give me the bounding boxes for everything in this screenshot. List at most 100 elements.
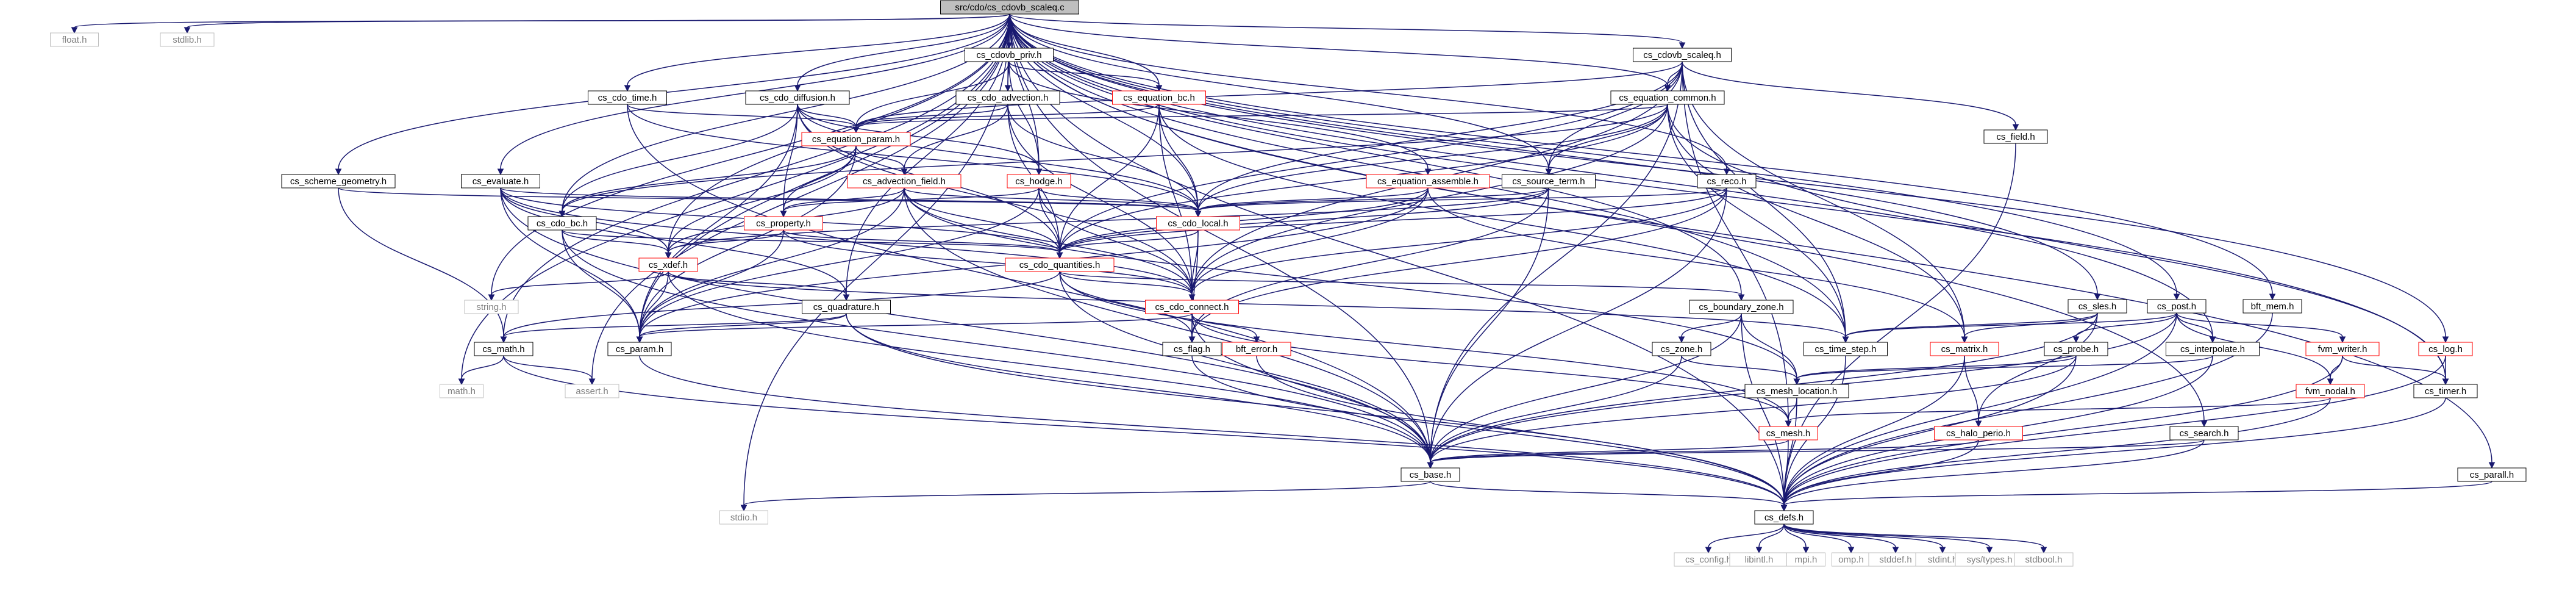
- graph-node-boundary-zone[interactable]: cs_boundary_zone.h: [1689, 300, 1794, 314]
- node-label: cs_halo_perio.h: [1946, 428, 2011, 439]
- graph-node-post[interactable]: cs_post.h: [2147, 299, 2207, 314]
- include-edge: [1038, 187, 1193, 295]
- include-edge: [855, 104, 1160, 128]
- graph-node-cdo-quantities[interactable]: cs_cdo_quantities.h: [1005, 257, 1115, 272]
- graph-node-equation-common[interactable]: cs_equation_common.h: [1610, 90, 1725, 105]
- include-edge: [503, 355, 1785, 506]
- edge-arrowhead: [1678, 336, 1685, 343]
- graph-node-bft-error[interactable]: bft_error.h: [1222, 342, 1291, 356]
- graph-node-mathh: math.h: [440, 384, 483, 398]
- graph-node-cdovb-priv[interactable]: cs_cdovb_priv.h: [965, 48, 1054, 62]
- edge-arrowhead: [335, 168, 342, 176]
- graph-node-cdo-time[interactable]: cs_cdo_time.h: [588, 90, 667, 105]
- node-box: [745, 90, 850, 105]
- graph-node-sles[interactable]: cs_sles.h: [2068, 299, 2127, 314]
- graph-node-fvm-nodal[interactable]: fvm_nodal.h: [2296, 384, 2365, 398]
- graph-node-equation-assemble[interactable]: cs_equation_assemble.h: [1366, 174, 1490, 189]
- graph-node-quadrature[interactable]: cs_quadrature.h: [802, 300, 891, 314]
- graph-node-search[interactable]: cs_search.h: [2169, 426, 2239, 441]
- include-edge: [503, 355, 593, 379]
- include-edge: [1783, 481, 2492, 506]
- include-edge: [562, 145, 857, 212]
- include-edge: [2330, 355, 2343, 379]
- node-box: [281, 174, 396, 189]
- graph-node-property[interactable]: cs_property.h: [744, 216, 823, 231]
- edge-arrowhead: [1986, 547, 1993, 554]
- include-edge: [797, 104, 857, 128]
- graph-node-cdo-diffusion[interactable]: cs_cdo_diffusion.h: [745, 90, 850, 105]
- node-label: bft_error.h: [1236, 344, 1277, 354]
- graph-node-equation-param[interactable]: cs_equation_param.h: [801, 132, 911, 146]
- graph-node-math[interactable]: cs_math.h: [474, 342, 533, 356]
- graph-node-mesh-location[interactable]: cs_mesh_location.h: [1744, 384, 1849, 398]
- node-label: cs_hodge.h: [1015, 176, 1063, 187]
- graph-node-matrix[interactable]: cs_matrix.h: [1930, 342, 1999, 356]
- include-edge: [668, 271, 1431, 463]
- graph-node-bft-mem[interactable]: bft_mem.h: [2242, 299, 2302, 314]
- edge-arrowhead: [2094, 293, 2101, 301]
- graph-node-xdef[interactable]: cs_xdef.h: [638, 257, 698, 272]
- include-edge: [461, 355, 504, 379]
- include-edge: [1682, 61, 1965, 337]
- node-box: [1930, 342, 1999, 356]
- node-box: [1983, 129, 2048, 144]
- graph-node-time-step[interactable]: cs_time_step.h: [1804, 342, 1888, 356]
- graph-node-advection-field[interactable]: cs_advection_field.h: [847, 174, 962, 189]
- edge-arrowhead: [1785, 420, 1792, 428]
- graph-node-mesh[interactable]: cs_mesh.h: [1758, 426, 1818, 441]
- graph-node-root[interactable]: src/cdo/cs_cdovb_scaleq.c: [940, 0, 1079, 15]
- edge-arrowhead: [2200, 420, 2208, 428]
- graph-node-timer[interactable]: cs_timer.h: [2413, 384, 2478, 398]
- graph-node-hodge[interactable]: cs_hodge.h: [1007, 174, 1071, 189]
- graph-node-param[interactable]: cs_param.h: [607, 342, 672, 356]
- graph-node-scheme-geometry[interactable]: cs_scheme_geometry.h: [281, 174, 396, 189]
- graph-node-cdo-advection[interactable]: cs_cdo_advection.h: [955, 90, 1060, 105]
- graph-node-defs[interactable]: cs_defs.h: [1754, 510, 1814, 525]
- graph-node-stdio: stdio.h: [719, 510, 768, 525]
- include-edge: [1783, 355, 1965, 506]
- include-edge: [855, 104, 1008, 128]
- edge-arrowhead: [843, 294, 850, 301]
- graph-node-evaluate[interactable]: cs_evaluate.h: [461, 174, 540, 189]
- include-edge: [1796, 355, 2213, 379]
- graph-node-base[interactable]: cs_base.h: [1400, 467, 1460, 482]
- edge-arrowhead: [1427, 462, 1434, 469]
- graph-node-source-term[interactable]: cs_source_term.h: [1502, 174, 1596, 189]
- include-edge: [783, 229, 1193, 295]
- include-edge: [1741, 313, 1797, 379]
- graph-node-halo-perio[interactable]: cs_halo_perio.h: [1934, 426, 2023, 441]
- include-edge: [627, 13, 1010, 86]
- graph-node-cdovb-scaleq[interactable]: cs_cdovb_scaleq.h: [1633, 48, 1732, 62]
- graph-node-reco[interactable]: cs_reco.h: [1697, 174, 1757, 189]
- graph-node-cdo-local[interactable]: cs_cdo_local.h: [1156, 216, 1240, 231]
- graph-node-cdo-connect[interactable]: cs_cdo_connect.h: [1145, 300, 1239, 314]
- graph-node-cdo-bc[interactable]: cs_cdo_bc.h: [527, 216, 597, 231]
- node-box: [801, 132, 911, 146]
- graph-node-fvm-writer[interactable]: fvm_writer.h: [2305, 342, 2380, 356]
- graph-node-log[interactable]: cs_log.h: [2418, 342, 2473, 356]
- include-edge: [1845, 312, 2098, 337]
- include-edge: [491, 271, 669, 295]
- node-label: omp.h: [1838, 555, 1864, 565]
- graph-node-interpolate[interactable]: cs_interpolate.h: [2166, 342, 2260, 356]
- include-edge: [639, 104, 798, 337]
- node-box: [527, 216, 597, 231]
- edge-arrowhead: [1194, 210, 1202, 218]
- graph-node-equation-bc[interactable]: cs_equation_bc.h: [1112, 90, 1206, 105]
- include-edge: [1059, 271, 1193, 295]
- include-edge: [562, 104, 1668, 212]
- include-edge: [1783, 523, 1896, 548]
- graph-node-probe[interactable]: cs_probe.h: [2044, 342, 2108, 356]
- graph-node-parall[interactable]: cs_parall.h: [2457, 467, 2527, 482]
- include-edge: [783, 187, 1040, 212]
- graph-node-field[interactable]: cs_field.h: [1983, 129, 2048, 144]
- edge-arrowhead: [500, 336, 507, 343]
- node-label: stdbool.h: [2025, 555, 2063, 565]
- include-edge: [1667, 104, 1846, 337]
- edge-arrowhead: [1780, 505, 1788, 512]
- node-box: [955, 90, 1060, 105]
- graph-node-flag[interactable]: cs_flag.h: [1162, 342, 1222, 356]
- include-edge: [1009, 13, 1683, 43]
- graph-node-zone[interactable]: cs_zone.h: [1652, 342, 1711, 356]
- node-label: cs_cdovb_scaleq.h: [1643, 50, 1721, 60]
